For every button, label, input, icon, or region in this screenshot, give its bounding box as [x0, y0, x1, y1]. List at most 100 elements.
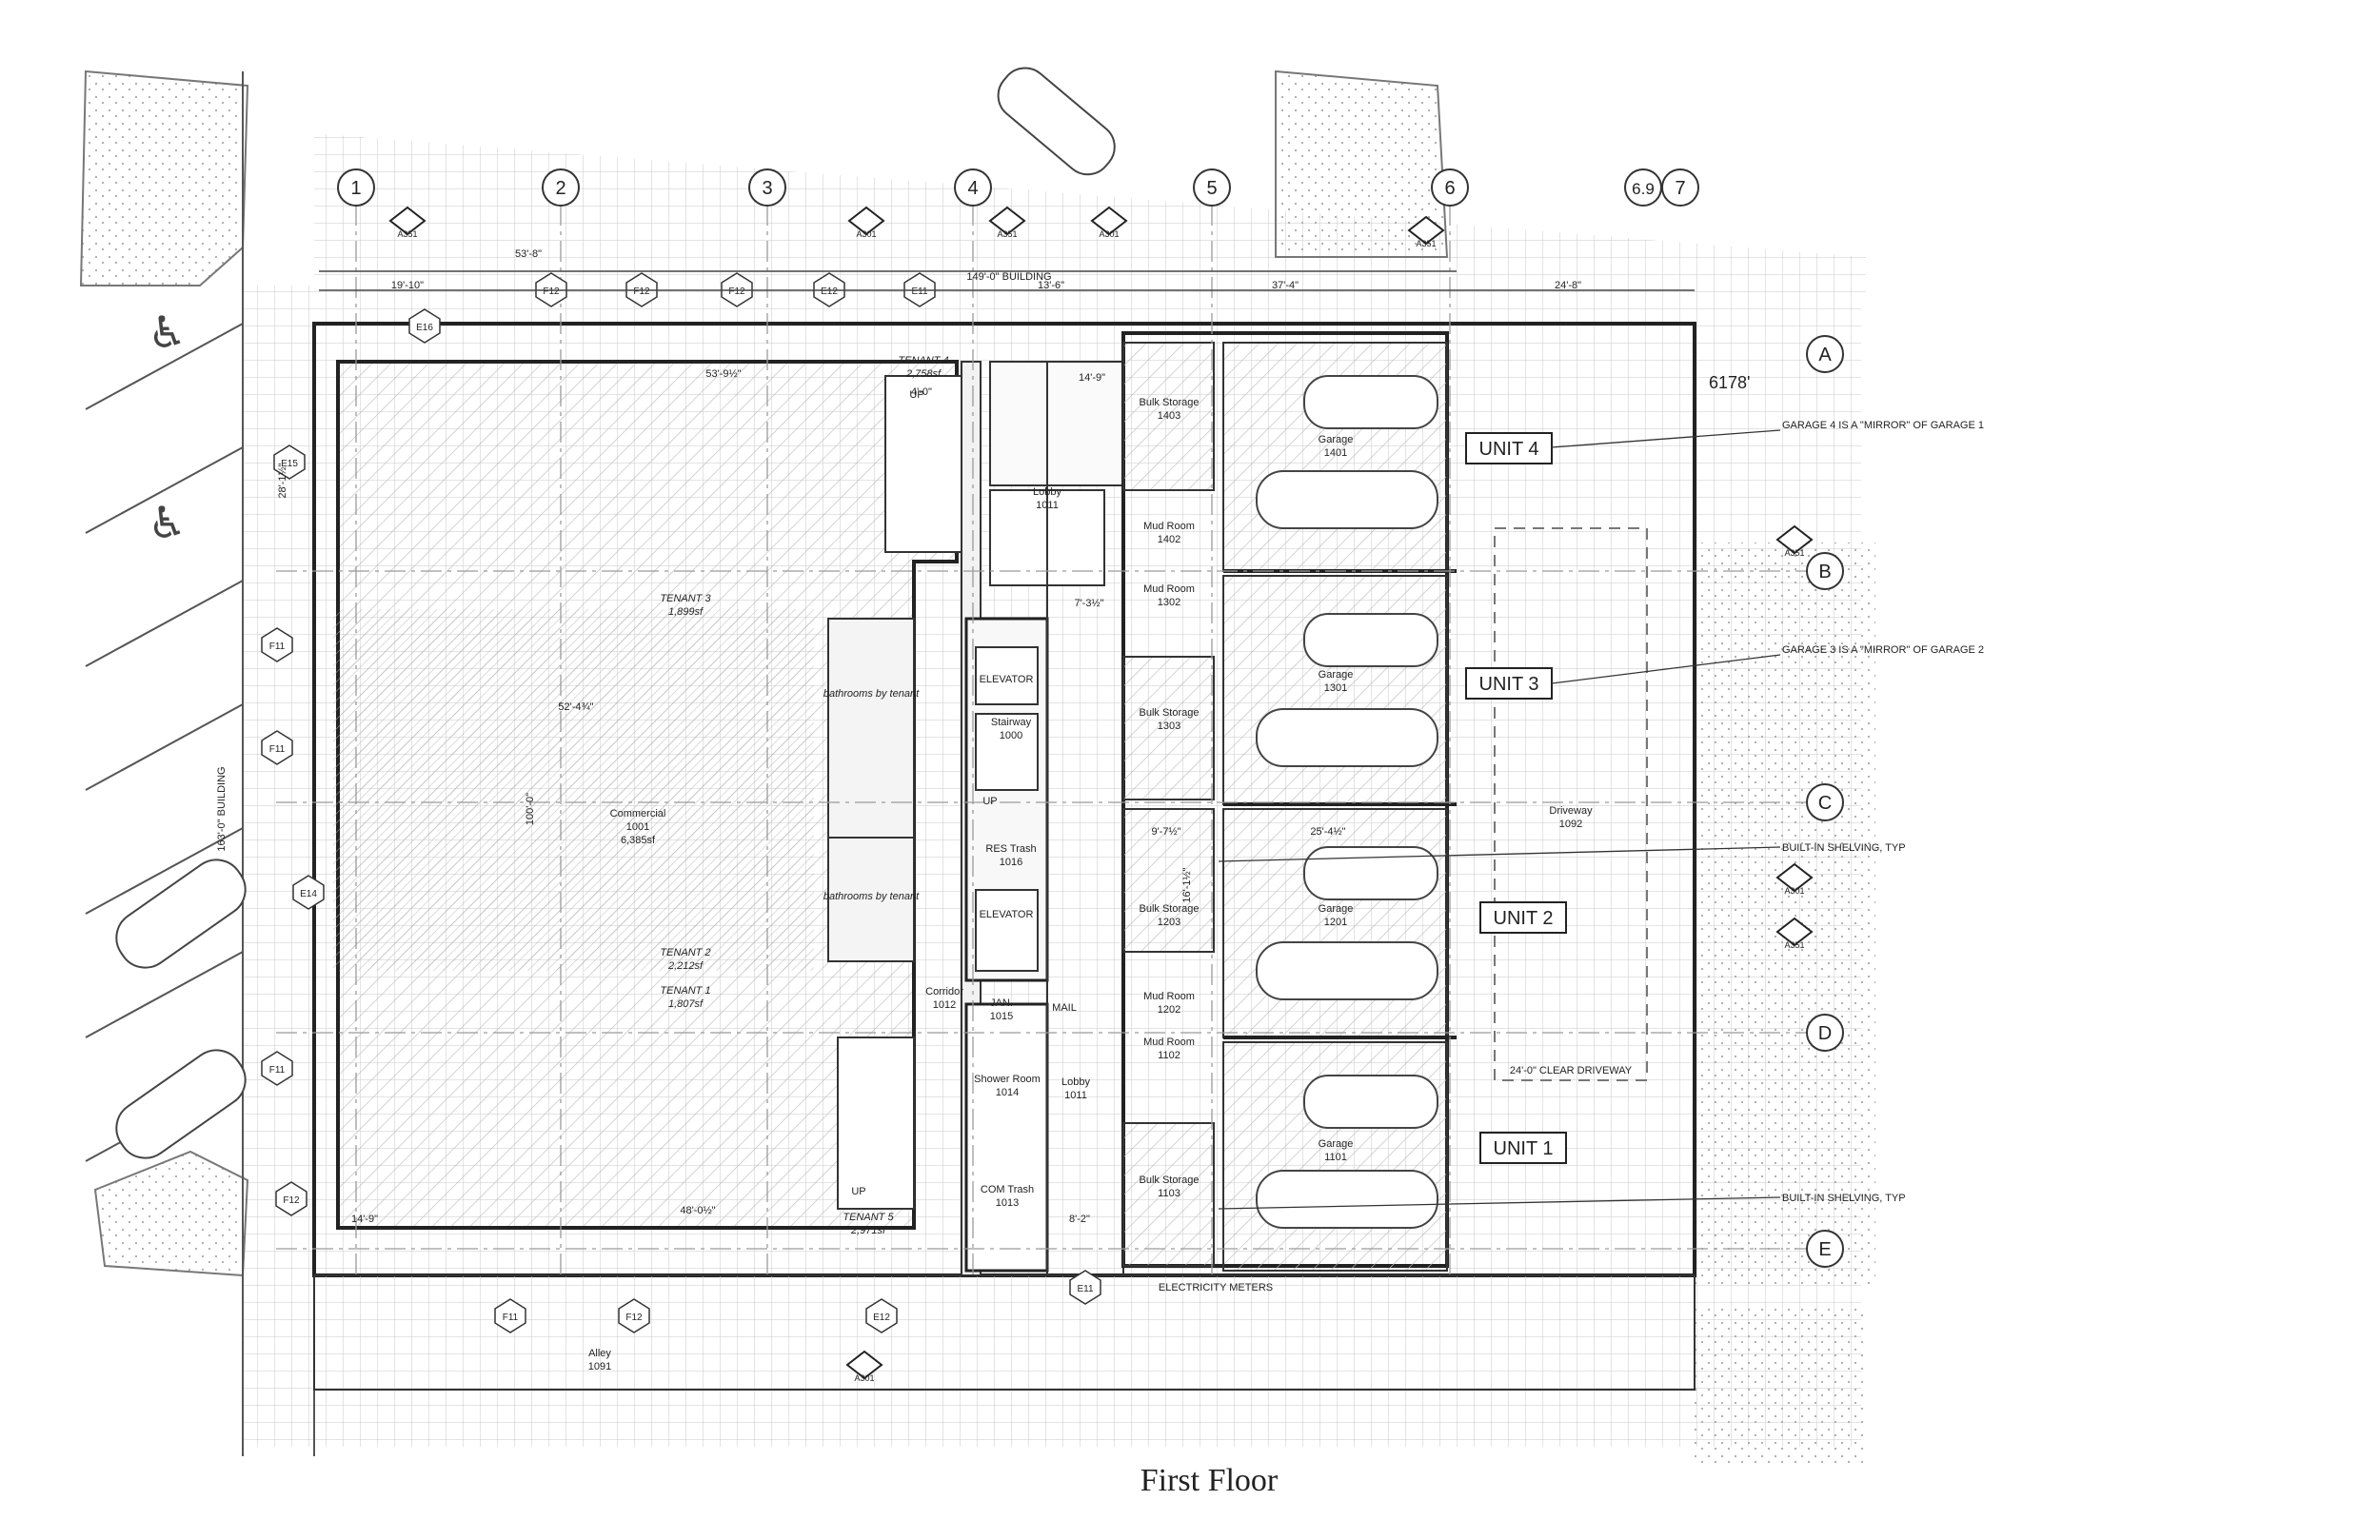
room-area: 6,385sf — [621, 835, 656, 846]
room-number: 1301 — [1324, 682, 1347, 694]
room-name: Commercial — [610, 808, 666, 819]
parking-stripes — [85, 71, 315, 1456]
room-name: RES Trash — [985, 843, 1036, 855]
tenant-area: 2,971sf — [850, 1225, 886, 1236]
section-tags: A351 A301 A351 A301 A351 A351 A301 A301 … — [388, 206, 1814, 1383]
shelving-note: BUILT-IN SHELVING, TYP — [1782, 1193, 1906, 1204]
dimension-label: 28'-1½" — [277, 463, 288, 498]
elevation-tag-label: F12 — [543, 286, 560, 297]
room-number: 1092 — [1559, 819, 1582, 830]
room-name: Garage — [1319, 434, 1354, 445]
grid-label: B — [1818, 562, 1831, 582]
room-name: Garage — [1319, 1138, 1354, 1150]
tenant-2: TENANT 22,212sf — [660, 947, 710, 972]
elevation-tag: E16 — [408, 308, 441, 344]
section-tag-label: A351 — [397, 229, 417, 239]
room-mud-1102: Mud Room 1102 — [1143, 1037, 1195, 1061]
section-tag: A301 — [1090, 206, 1128, 239]
unit-1: UNIT 1 — [1479, 1132, 1567, 1164]
room-name: Driveway — [1549, 805, 1593, 817]
room-name: Mud Room — [1143, 991, 1195, 1002]
room-janitor: JAN. 1015 — [990, 997, 1013, 1022]
grid-bubble-e: E — [1806, 1230, 1844, 1268]
unit-3: UNIT 3 — [1465, 667, 1553, 700]
grid-label: 4 — [967, 178, 978, 199]
room-number: 1302 — [1158, 597, 1180, 608]
misc-labels: ELEVATOR ELEVATOR UP UP UP bathrooms by … — [823, 389, 1633, 1293]
tenant-3: TENANT 31,899sf — [660, 593, 711, 618]
elevation-tag-label: F12 — [625, 1313, 643, 1323]
room-number: 1014 — [996, 1087, 1019, 1098]
grid-bubble-6-9: 6.9 — [1624, 168, 1662, 207]
grid-bubble-6: 6 — [1431, 168, 1469, 207]
room-name: Lobby — [1033, 486, 1061, 498]
grid-column-bubbles: 1 2 3 4 5 6 6.9 7 — [337, 168, 1699, 207]
elevation-tag-label: F12 — [283, 1195, 300, 1206]
elevation-tag: E15 — [273, 444, 306, 480]
tenant-name: TENANT 3 — [660, 593, 711, 604]
elevation-tag-label: E12 — [821, 286, 838, 297]
grid-label: 3 — [762, 178, 772, 199]
grid-label: E — [1818, 1239, 1831, 1260]
section-tag: A301 — [845, 1350, 883, 1383]
room-name: Bulk Storage — [1140, 397, 1200, 408]
elevation-tag: E12 — [865, 1298, 898, 1333]
elevation-tag: E11 — [1069, 1270, 1101, 1305]
room-number: 1103 — [1158, 1188, 1180, 1199]
section-tag-label: A351 — [997, 229, 1017, 239]
dimensions: 53'-8" 149'-0" BUILDING 19'-10" 13'-6" 3… — [216, 248, 1695, 1225]
room-number: 1101 — [1324, 1152, 1347, 1163]
elevation-tag-label: E12 — [873, 1313, 890, 1323]
accessible-parking-icon: ♿ ♿ — [148, 306, 187, 548]
dimension-label: 24'-8" — [1555, 280, 1581, 291]
section-tag-label: A301 — [854, 1373, 874, 1383]
section-tag: A351 — [388, 206, 426, 239]
grid-bubble-d: D — [1806, 1014, 1844, 1052]
general-notes: GARAGE 4 IS A "MIRROR" OF GARAGE 1 GARAG… — [1709, 373, 1984, 1204]
grid-bubble-7: 7 — [1661, 168, 1699, 207]
room-name: Lobby — [1061, 1076, 1090, 1088]
section-tag-label: A351 — [1416, 239, 1436, 248]
stair-up-label: UP — [909, 389, 923, 401]
elevation-tag: F11 — [494, 1298, 526, 1333]
elevation-tag: F11 — [261, 730, 293, 765]
dimension-label: 163'-0" BUILDING — [216, 766, 228, 851]
tenant-name: TENANT 5 — [843, 1212, 894, 1223]
room-number: 1015 — [990, 1011, 1013, 1022]
dimension-label: 8'-2" — [1069, 1214, 1090, 1225]
elevation-tag-label: E11 — [911, 286, 927, 297]
room-number: 1012 — [933, 999, 956, 1011]
clear-driveway-label: 24'-0" CLEAR DRIVEWAY — [1510, 1065, 1633, 1076]
elevation-tags: E16 F12 F12 F12 E12 E11 E15 F11 F11 E14 … — [261, 272, 1101, 1333]
dimension-label: 9'-7½" — [1151, 826, 1180, 838]
grid-label: 1 — [350, 178, 361, 199]
room-garage-1101: Garage 1101 — [1319, 1138, 1354, 1163]
dimension-label: 48'-0½" — [680, 1205, 715, 1216]
grid-bubble-b: B — [1806, 552, 1844, 590]
bathrooms-note: bathrooms by tenant — [823, 688, 920, 700]
room-number: 1000 — [1000, 730, 1022, 741]
room-name: JAN. — [990, 997, 1013, 1009]
room-number: 1402 — [1158, 534, 1180, 545]
elevator-label: ELEVATOR — [980, 674, 1034, 685]
room-number: 1001 — [626, 821, 649, 833]
room-number: 1011 — [1036, 500, 1059, 511]
dimension-label: 14'-9" — [1079, 372, 1105, 384]
grid-bubble-5: 5 — [1193, 168, 1231, 207]
grid-label: 6.9 — [1632, 180, 1655, 198]
room-number: 1102 — [1158, 1050, 1180, 1061]
section-tag-label: A301 — [1784, 886, 1804, 896]
grid-bubble-c: C — [1806, 783, 1844, 821]
elevation-marker: 6178' — [1709, 373, 1750, 392]
room-name: Mud Room — [1143, 1037, 1195, 1048]
elevation-tag: F12 — [275, 1181, 307, 1216]
tenant-4: TENANT 42,758sf — [898, 355, 948, 380]
building-outline — [312, 322, 1696, 1391]
elevation-tag-label: E16 — [416, 323, 433, 333]
